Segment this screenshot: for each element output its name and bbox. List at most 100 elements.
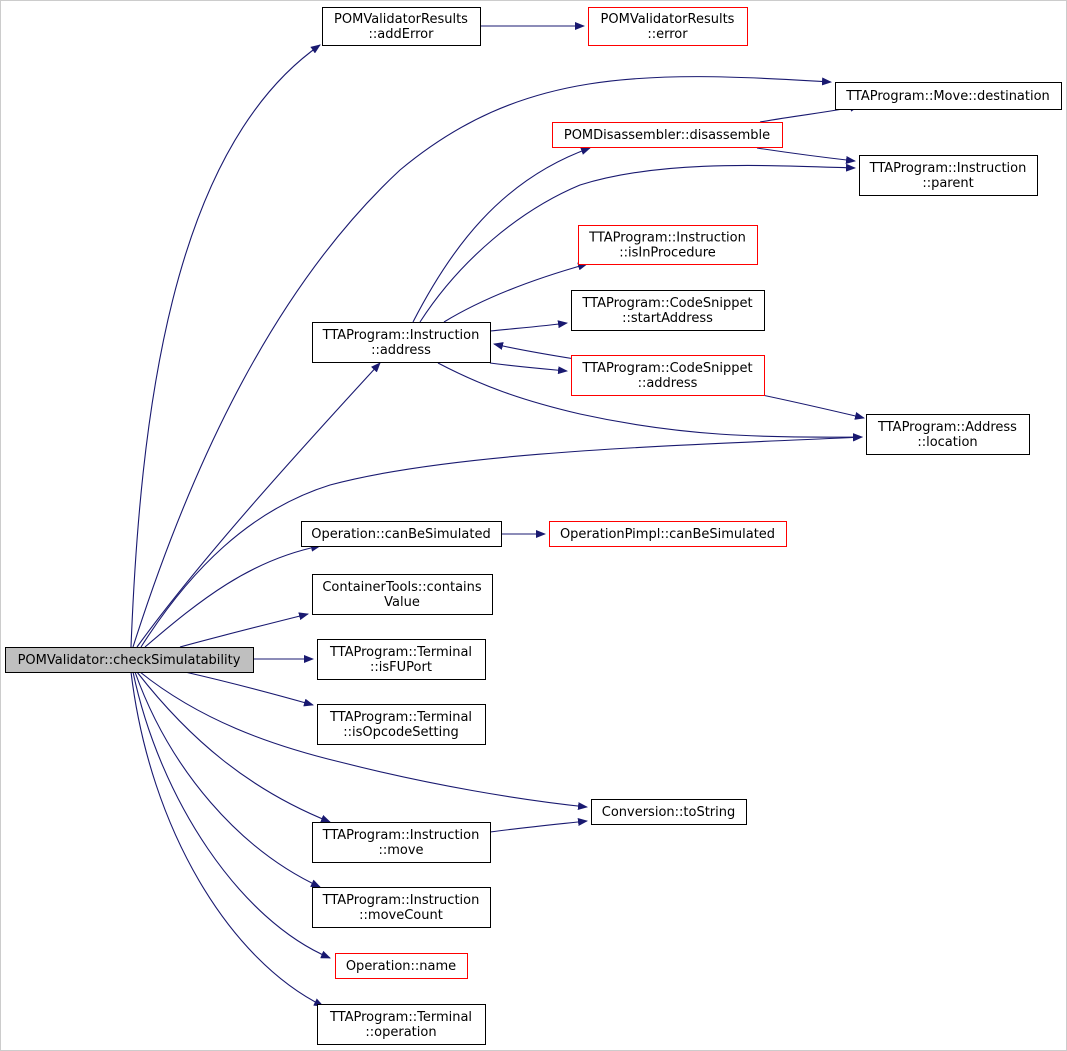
node-label-parent-1: ::parent	[922, 176, 973, 191]
node-label-containsValue-1: Value	[384, 595, 420, 610]
edge-snippetAddress-to-instrAddress	[493, 342, 576, 360]
node-operation[interactable]: TTAProgram::Terminal::operation	[317, 1004, 486, 1045]
node-moveCount[interactable]: TTAProgram::Instruction::moveCount	[312, 887, 491, 928]
node-box-pimplCanBeSimulated	[549, 521, 787, 547]
node-isInProcedure[interactable]: TTAProgram::Instruction::isInProcedure	[578, 225, 758, 265]
node-opName[interactable]: Operation::name	[335, 953, 468, 979]
edge-root-to-addError	[130, 44, 321, 648]
node-label-instrAddress-1: ::address	[371, 343, 431, 358]
node-isOpcodeSetting[interactable]: TTAProgram::Terminal::isOpcodeSetting	[317, 704, 486, 745]
edge-root-to-isOpcodeSetting	[184, 671, 314, 707]
node-label-startAddress-1: ::startAddress	[622, 311, 713, 326]
node-label-snippetAddress-0: TTAProgram::CodeSnippet	[581, 361, 752, 376]
node-disassemble[interactable]: POMDisassembler::disassemble	[552, 122, 783, 148]
node-startAddress[interactable]: TTAProgram::CodeSnippet::startAddress	[571, 290, 765, 331]
node-label-containsValue-0: ContainerTools::contains	[322, 580, 482, 595]
edge-disassemble-to-parent	[756, 147, 856, 164]
node-location[interactable]: TTAProgram::Address::location	[866, 414, 1030, 455]
edge-instrAddress-to-startAddress	[489, 320, 568, 332]
edge-root-to-moveCount	[134, 671, 321, 888]
edge-instrAddress-to-disassemble	[412, 147, 591, 323]
node-label-snippetAddress-1: ::address	[638, 376, 698, 391]
node-label-addError-0: POMValidatorResults	[334, 12, 468, 27]
node-box-toString	[591, 799, 747, 825]
node-addError[interactable]: POMValidatorResults::addError	[322, 7, 481, 46]
node-box-error	[588, 7, 748, 46]
node-toString[interactable]: Conversion::toString	[591, 799, 747, 825]
node-label-opName-0: Operation::name	[346, 959, 456, 974]
node-box-instrAddress	[312, 322, 491, 363]
node-pimplCanBeSimulated[interactable]: OperationPimpl::canBeSimulated	[549, 521, 787, 547]
node-label-move-0: TTAProgram::Instruction	[322, 828, 480, 843]
node-box-isFUPort	[317, 639, 486, 680]
node-label-instrAddress-0: TTAProgram::Instruction	[322, 328, 480, 343]
node-box-destination	[835, 82, 1062, 110]
node-label-isOpcodeSetting-1: ::isOpcodeSetting	[343, 725, 459, 740]
edge-instrAddress-to-location	[437, 362, 863, 442]
node-label-location-1: ::location	[917, 435, 977, 450]
edge-root-to-instrAddress	[136, 362, 381, 648]
node-box-move	[312, 822, 491, 863]
node-label-error-0: POMValidatorResults	[601, 12, 735, 27]
nodes-layer: POMValidator::checkSimulatability POMVali…	[5, 7, 1062, 1045]
node-box-operation	[317, 1004, 486, 1045]
edge-root-to-operation	[130, 671, 324, 1007]
node-box-containsValue	[312, 574, 493, 615]
node-label-isFUPort-0: TTAProgram::Terminal	[329, 645, 472, 660]
node-snippetAddress[interactable]: TTAProgram::CodeSnippet::address	[571, 355, 765, 396]
edge-instrAddress-to-parent	[419, 163, 856, 323]
node-box-parent	[859, 155, 1038, 196]
edge-root-to-move	[136, 671, 331, 823]
node-destination[interactable]: TTAProgram::Move::destination	[835, 82, 1062, 110]
edge-instrAddress-to-snippetAddress	[489, 362, 568, 375]
node-box-root	[5, 647, 254, 673]
node-box-canBeSimulated	[301, 521, 502, 547]
node-label-error-1: ::error	[647, 27, 688, 42]
edge-root-to-location	[140, 433, 863, 648]
node-move[interactable]: TTAProgram::Instruction::move	[312, 822, 491, 863]
edge-move-to-toString	[489, 817, 588, 833]
edge-root-to-toString	[139, 671, 588, 811]
node-label-isFUPort-1: ::isFUPort	[370, 660, 432, 675]
edge-instrAddress-to-isInProcedure	[443, 262, 588, 323]
node-label-canBeSimulated-0: Operation::canBeSimulated	[311, 527, 490, 542]
node-instrAddress[interactable]: TTAProgram::Instruction::address	[312, 322, 491, 363]
node-label-parent-0: TTAProgram::Instruction	[869, 161, 1027, 176]
node-box-isOpcodeSetting	[317, 704, 486, 745]
node-root: POMValidator::checkSimulatability	[5, 647, 254, 673]
node-error[interactable]: POMValidatorResults::error	[588, 7, 748, 46]
node-label-moveCount-1: ::moveCount	[359, 908, 443, 923]
node-label-moveCount-0: TTAProgram::Instruction	[322, 893, 480, 908]
node-label-location-0: TTAProgram::Address	[877, 420, 1017, 435]
node-label-isInProcedure-0: TTAProgram::Instruction	[588, 231, 746, 246]
edge-root-to-containsValue	[179, 612, 309, 648]
edges-layer	[130, 22, 865, 1007]
node-canBeSimulated[interactable]: Operation::canBeSimulated	[301, 521, 502, 547]
edge-root-to-opName	[132, 671, 331, 959]
edge-snippetAddress-to-location	[761, 394, 865, 420]
node-box-startAddress	[571, 290, 765, 331]
node-label-isInProcedure-1: ::isInProcedure	[619, 246, 716, 261]
node-label-move-1: ::move	[378, 843, 423, 858]
node-label-operation-0: TTAProgram::Terminal	[329, 1010, 472, 1025]
node-box-opName	[335, 953, 468, 979]
node-box-disassemble	[552, 122, 783, 148]
node-box-isInProcedure	[578, 225, 758, 265]
node-box-location	[866, 414, 1030, 455]
node-isFUPort[interactable]: TTAProgram::Terminal::isFUPort	[317, 639, 486, 680]
node-label-addError-1: ::addError	[369, 27, 435, 42]
node-label-toString-0: Conversion::toString	[602, 805, 736, 820]
node-parent[interactable]: TTAProgram::Instruction::parent	[859, 155, 1038, 196]
edge-root-to-destination	[132, 76, 832, 648]
edge-root-to-canBeSimulated	[144, 543, 321, 648]
node-label-startAddress-0: TTAProgram::CodeSnippet	[581, 296, 752, 311]
node-label-isOpcodeSetting-0: TTAProgram::Terminal	[329, 710, 472, 725]
node-label-root-0: POMValidator::checkSimulatability	[18, 653, 241, 668]
node-box-addError	[322, 7, 481, 46]
node-box-snippetAddress	[571, 355, 765, 396]
node-label-operation-1: ::operation	[365, 1025, 436, 1040]
node-label-pimplCanBeSimulated-0: OperationPimpl::canBeSimulated	[560, 527, 775, 542]
node-box-moveCount	[312, 887, 491, 928]
